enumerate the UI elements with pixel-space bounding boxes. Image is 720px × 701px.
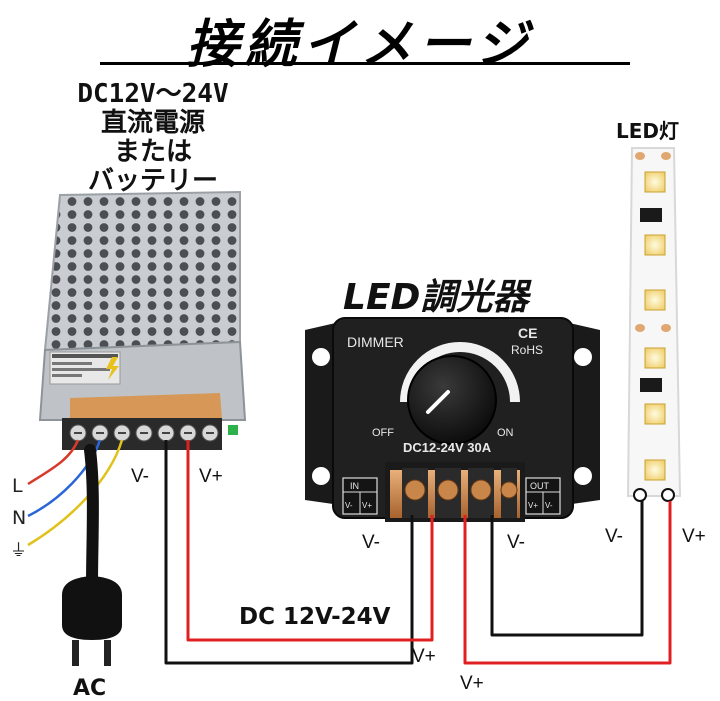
ac-n-label: N — [12, 507, 27, 529]
power-source-line-4: バッテリー — [87, 166, 218, 196]
power-supply-unit — [38, 190, 247, 450]
led-title: LED灯 — [616, 119, 680, 143]
dimmer-out-minus-wire-label: V- — [507, 532, 525, 553]
dimmer-device — [305, 317, 600, 522]
power-source-line-1: DC12V～24V — [77, 79, 229, 109]
page-title: 接続イメージ — [186, 15, 534, 75]
ac-plug-icon — [62, 576, 122, 666]
dc-wiring — [164, 440, 672, 665]
led-strip — [626, 147, 682, 502]
dimmer-brand-label: DIMMER — [347, 334, 404, 350]
ac-wiring — [27, 439, 124, 547]
bottom-plus-label-2: V+ — [460, 673, 484, 694]
ac-l-label: L — [12, 475, 23, 497]
plug-cable — [84, 444, 99, 591]
dimmer-off-label: OFF — [372, 427, 394, 439]
title-underline — [100, 62, 630, 65]
dimmer-out-label: OUT — [530, 481, 550, 491]
dimmer-title: LED調光器 — [343, 277, 529, 318]
power-source-line-2: 直流電源 — [100, 108, 205, 138]
dimmer-in-label: IN — [350, 481, 359, 491]
dimmer-out-minus: V- — [545, 501, 553, 510]
power-source-label: DC12V～24V 直流電源 または バッテリー — [58, 80, 248, 196]
psu-minus-label: V- — [131, 466, 149, 487]
dimmer-out-plus: V+ — [528, 501, 538, 510]
dimmer-in-plus: V+ — [362, 501, 372, 510]
dimmer-in-minus: V- — [345, 501, 353, 510]
dimmer-rating: DC12-24V 30A — [403, 440, 492, 455]
dimmer-on-label: ON — [497, 427, 514, 439]
ce-mark: CE — [518, 325, 537, 341]
led-plus-wire-label: V+ — [682, 526, 706, 547]
bottom-plus-label-1: V+ — [412, 646, 436, 667]
dc-range-label: DC 12V-24V — [239, 604, 391, 630]
power-source-line-3: または — [113, 137, 192, 167]
dimmer-in-minus-wire-label: V- — [362, 532, 380, 553]
rohs-mark: RoHS — [511, 343, 543, 357]
psu-plus-label: V+ — [199, 466, 223, 487]
led-minus-wire-label: V- — [605, 526, 623, 547]
ground-icon: ⏚ — [10, 541, 27, 561]
ac-label: AC — [73, 676, 107, 701]
